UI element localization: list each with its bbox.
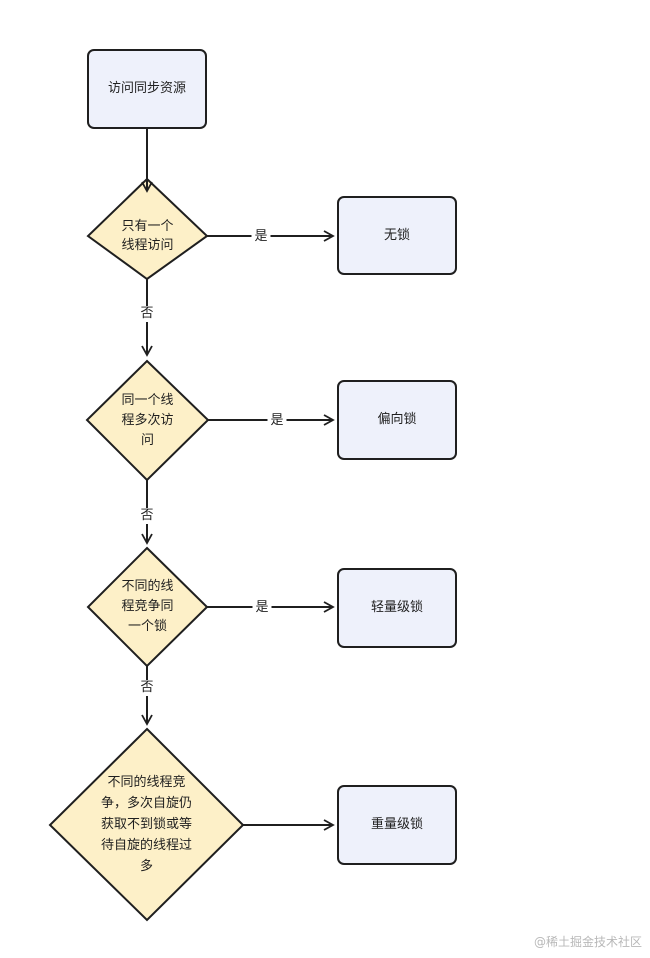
decision-spin xyxy=(48,727,245,922)
lock-none-box xyxy=(337,196,457,275)
edge-label-yes-3: 是 xyxy=(252,600,272,616)
decision-same-thread xyxy=(85,359,210,482)
decision-single-thread xyxy=(86,177,209,281)
lock-light-box xyxy=(337,568,457,648)
edge-label-no-3: 否 xyxy=(137,680,157,696)
edge-label-no-2: 否 xyxy=(137,508,157,524)
decision-compete xyxy=(86,546,209,668)
edge-label-yes-1: 是 xyxy=(251,229,271,245)
start-box xyxy=(87,49,207,129)
watermark: @稀土掘金技术社区 xyxy=(533,935,642,949)
edge-label-no-1: 否 xyxy=(137,306,157,322)
edge-label-yes-2: 是 xyxy=(267,413,287,429)
lock-heavy-box xyxy=(337,785,457,865)
lock-biased-box xyxy=(337,380,457,460)
